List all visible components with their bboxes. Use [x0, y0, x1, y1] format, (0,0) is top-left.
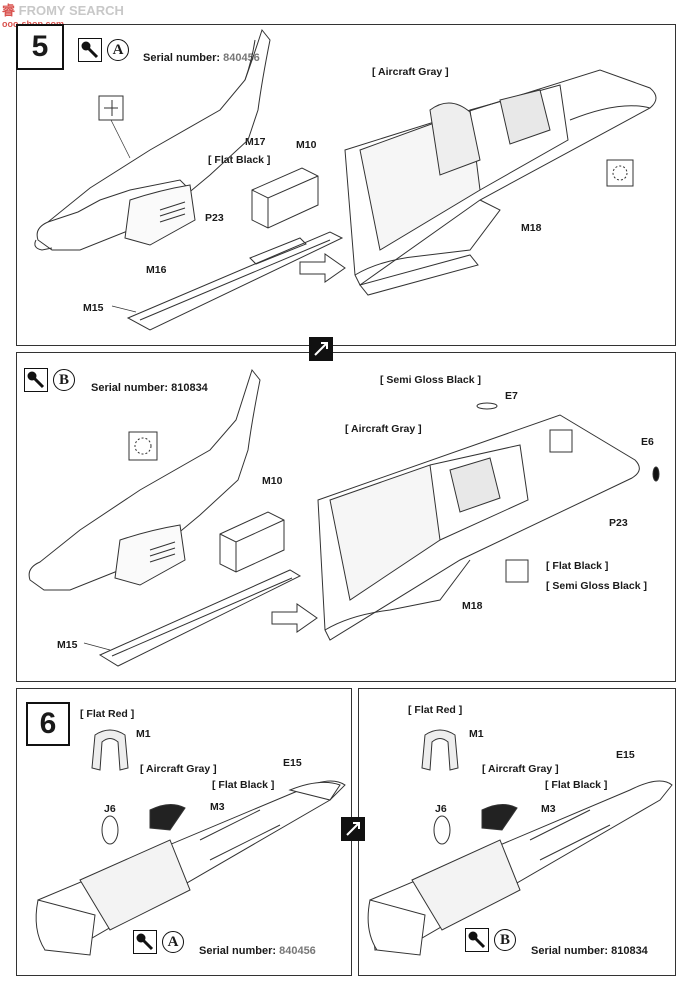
- serial-a-bottom: Serial number: 840456: [199, 945, 316, 957]
- label-e15-b: E15: [616, 749, 635, 761]
- step6-number: 6: [26, 702, 70, 746]
- serial-label: Serial number:: [199, 945, 277, 957]
- wrench-icon: [465, 928, 489, 952]
- label-flat-black-b: [ Flat Black ]: [545, 779, 608, 791]
- variant-b-badge: B: [24, 368, 75, 392]
- serial-label: Serial number:: [143, 52, 221, 64]
- variant-b-badge-bottom: B: [465, 928, 516, 952]
- wrench-icon: [133, 930, 157, 954]
- serial-b-top: Serial number: 810834: [91, 382, 208, 394]
- label-m15-2: M15: [57, 639, 78, 651]
- label-e6: E6: [641, 436, 654, 448]
- label-m16: M16: [146, 264, 167, 276]
- serial-value: 810834: [171, 382, 208, 394]
- step6-panel-b: [358, 688, 676, 976]
- watermark-text: FROMY SEARCH: [18, 3, 124, 18]
- label-p23-2: P23: [609, 517, 628, 529]
- label-flat-black-2: [ Flat Black ]: [546, 560, 609, 572]
- label-e7: E7: [505, 390, 518, 402]
- label-p23-1: P23: [205, 212, 224, 224]
- serial-label: Serial number:: [531, 945, 609, 957]
- watermark-cn: 睿: [2, 3, 16, 18]
- label-semi-gloss-black-1: [ Semi Gloss Black ]: [380, 374, 481, 386]
- label-e15-a: E15: [283, 757, 302, 769]
- label-flat-red-a: [ Flat Red ]: [80, 708, 135, 720]
- serial-value: 810834: [611, 945, 648, 957]
- label-m10-1: M10: [296, 139, 317, 151]
- label-m15-1: M15: [83, 302, 104, 314]
- variant-a-letter: A: [162, 931, 184, 953]
- label-m10-2: M10: [262, 475, 283, 487]
- serial-a-top: Serial number: 840456: [143, 52, 260, 64]
- label-m18-2: M18: [462, 600, 483, 612]
- label-flat-red-b: [ Flat Red ]: [408, 704, 463, 716]
- variant-a-badge-bottom: A: [133, 930, 184, 954]
- label-j6-a: J6: [104, 803, 116, 815]
- label-aircraft-gray-2: [ Aircraft Gray ]: [345, 423, 422, 435]
- label-semi-gloss-black-2: [ Semi Gloss Black ]: [546, 580, 647, 592]
- step5-panel-a: [16, 24, 676, 346]
- label-flat-black-1: [ Flat Black ]: [208, 154, 271, 166]
- label-m18-1: M18: [521, 222, 542, 234]
- step5-number: 5: [16, 24, 64, 70]
- serial-label: Serial number:: [91, 382, 169, 394]
- label-m3-a: M3: [210, 801, 225, 813]
- label-j6-b: J6: [435, 803, 447, 815]
- variant-a-badge: A: [78, 38, 129, 62]
- wrench-icon: [24, 368, 48, 392]
- label-aircraft-gray-a: [ Aircraft Gray ]: [140, 763, 217, 775]
- label-aircraft-gray-b: [ Aircraft Gray ]: [482, 763, 559, 775]
- label-aircraft-gray-1: [ Aircraft Gray ]: [372, 66, 449, 78]
- serial-value: 840456: [279, 945, 316, 957]
- label-flat-black-a: [ Flat Black ]: [212, 779, 275, 791]
- variant-b-letter: B: [494, 929, 516, 951]
- variant-b-letter: B: [53, 369, 75, 391]
- label-m1-a: M1: [136, 728, 151, 740]
- wrench-icon: [78, 38, 102, 62]
- label-m3-b: M3: [541, 803, 556, 815]
- serial-value: 840456: [223, 52, 260, 64]
- variant-a-letter: A: [107, 39, 129, 61]
- serial-b-bottom: Serial number: 810834: [531, 945, 648, 957]
- label-m17: M17: [245, 136, 266, 148]
- step5-panel-b: [16, 352, 676, 682]
- label-m1-b: M1: [469, 728, 484, 740]
